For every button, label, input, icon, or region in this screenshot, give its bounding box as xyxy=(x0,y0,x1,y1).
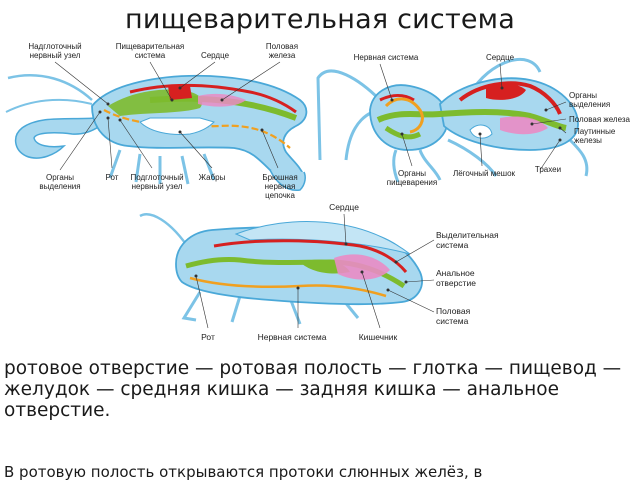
spider-label-heart: Сердце xyxy=(486,53,515,62)
spider-label-trachea: Трахеи xyxy=(535,165,561,174)
digestive-sequence-text: ротовое отверстие — ротовая полость — гл… xyxy=(4,358,622,421)
crayfish-label-heart: Сердце xyxy=(201,51,230,60)
crayfish-label-gills: Жабры xyxy=(199,173,226,182)
crayfish-label-mouth: Рот xyxy=(106,173,119,182)
insect-label-intestine: Кишечник xyxy=(359,332,398,342)
spider-label-nervous: Нервная система xyxy=(354,53,419,62)
spider-label-lung: Лёгочный мешок xyxy=(453,169,516,178)
insect-label-nervous: Нервная система xyxy=(258,332,327,342)
page-title: пищеварительная система xyxy=(124,4,515,35)
salivary-paragraph-text: В ротовую полость открываются протоки сл… xyxy=(4,463,483,481)
insect-label-heart: Сердце xyxy=(329,202,359,212)
spider-label-gonad: Половая железа xyxy=(569,115,631,124)
insect-label-mouth: Рот xyxy=(201,332,215,342)
